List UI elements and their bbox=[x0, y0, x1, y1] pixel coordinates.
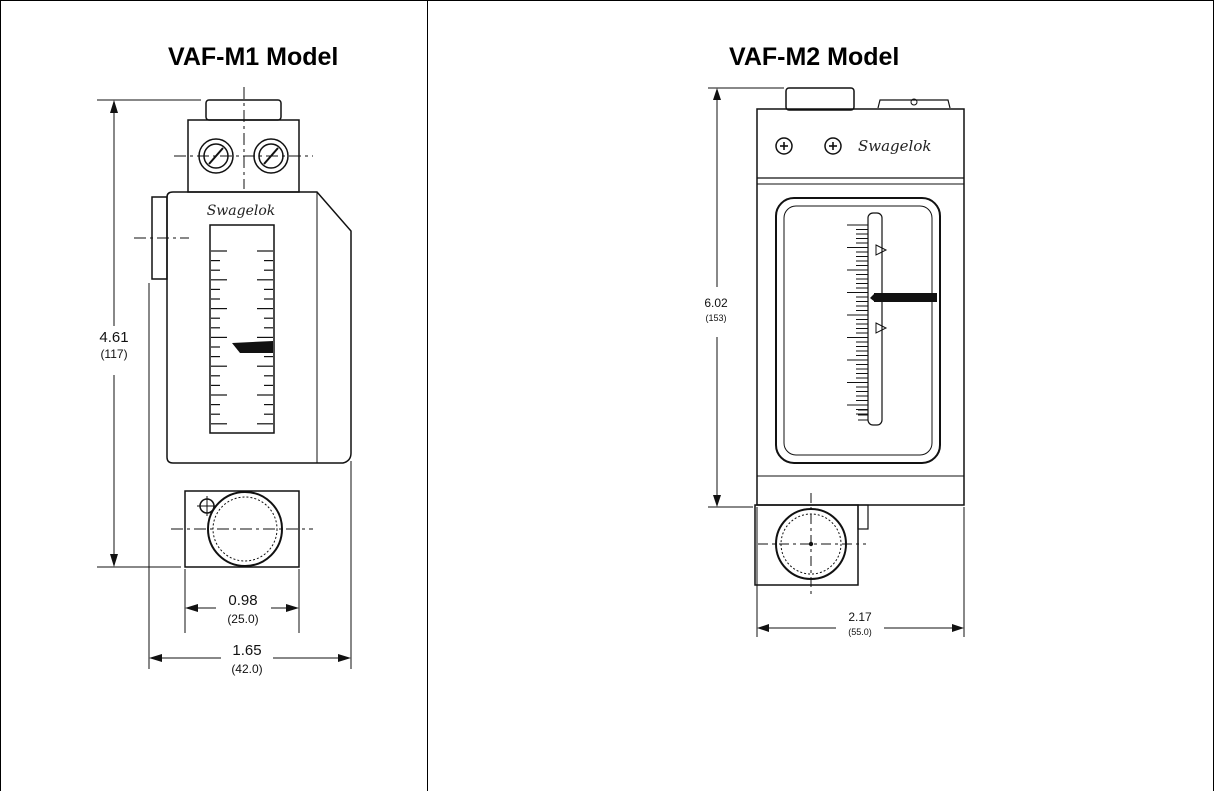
m1-float-indicator bbox=[232, 341, 273, 353]
m1-body bbox=[166, 191, 352, 464]
m2-height-value: 6.02 bbox=[704, 296, 728, 310]
m1-inner-width-metric: (25.0) bbox=[227, 612, 258, 626]
panel-vaf-m1: VAF-M1 Model bbox=[1, 1, 428, 791]
m2-width-value: 2.17 bbox=[848, 610, 872, 624]
m1-height-dimension bbox=[97, 99, 201, 568]
m2-screw-marks bbox=[780, 142, 837, 150]
m2-model-title: VAF-M2 Model bbox=[729, 43, 900, 71]
m2-brand-logo: Swagelok bbox=[858, 137, 931, 155]
m1-scale-ticks bbox=[211, 250, 273, 425]
m2-valve-block bbox=[754, 504, 859, 586]
m2-left-screw bbox=[775, 137, 793, 155]
m1-outer-width-dimension bbox=[148, 283, 352, 669]
m2-float-indicator bbox=[874, 293, 937, 302]
m1-outer-width-metric: (42.0) bbox=[231, 662, 262, 676]
m2-height-dimension bbox=[708, 87, 784, 508]
m2-flow-tube bbox=[867, 212, 883, 426]
m1-outer-width-value: 1.65 bbox=[232, 642, 261, 659]
m1-sight-window bbox=[209, 224, 275, 434]
m1-centerlines bbox=[134, 87, 313, 530]
m1-height-metric: (117) bbox=[100, 347, 127, 361]
m1-height-value: 4.61 bbox=[99, 329, 128, 346]
m2-width-metric: (55.0) bbox=[848, 627, 872, 637]
m2-top-cap bbox=[785, 87, 855, 111]
m2-flowmeter-drawing: 6.02 (153) 2.17 (55.0) Swagelok bbox=[704, 87, 965, 637]
m1-flowmeter-drawing: 4.61 (117) 0.98 (25.0) 1.65 bbox=[97, 87, 352, 676]
m1-model-title: VAF-M1 Model bbox=[168, 43, 339, 71]
m1-lower-block bbox=[184, 490, 300, 568]
m2-scale-ticks bbox=[847, 224, 868, 421]
m2-sight-frame-inner bbox=[783, 205, 933, 456]
m2-sight-frame-outer bbox=[775, 197, 941, 464]
m2-width-dimension bbox=[756, 507, 965, 637]
m2-right-screw bbox=[824, 137, 842, 155]
m1-brand-logo: Swagelok bbox=[207, 203, 276, 219]
m2-height-metric: (153) bbox=[705, 313, 726, 323]
m2-body bbox=[756, 108, 965, 506]
panel-vaf-m2: VAF-M2 Model bbox=[428, 1, 1213, 791]
m1-inner-width-value: 0.98 bbox=[228, 592, 257, 609]
